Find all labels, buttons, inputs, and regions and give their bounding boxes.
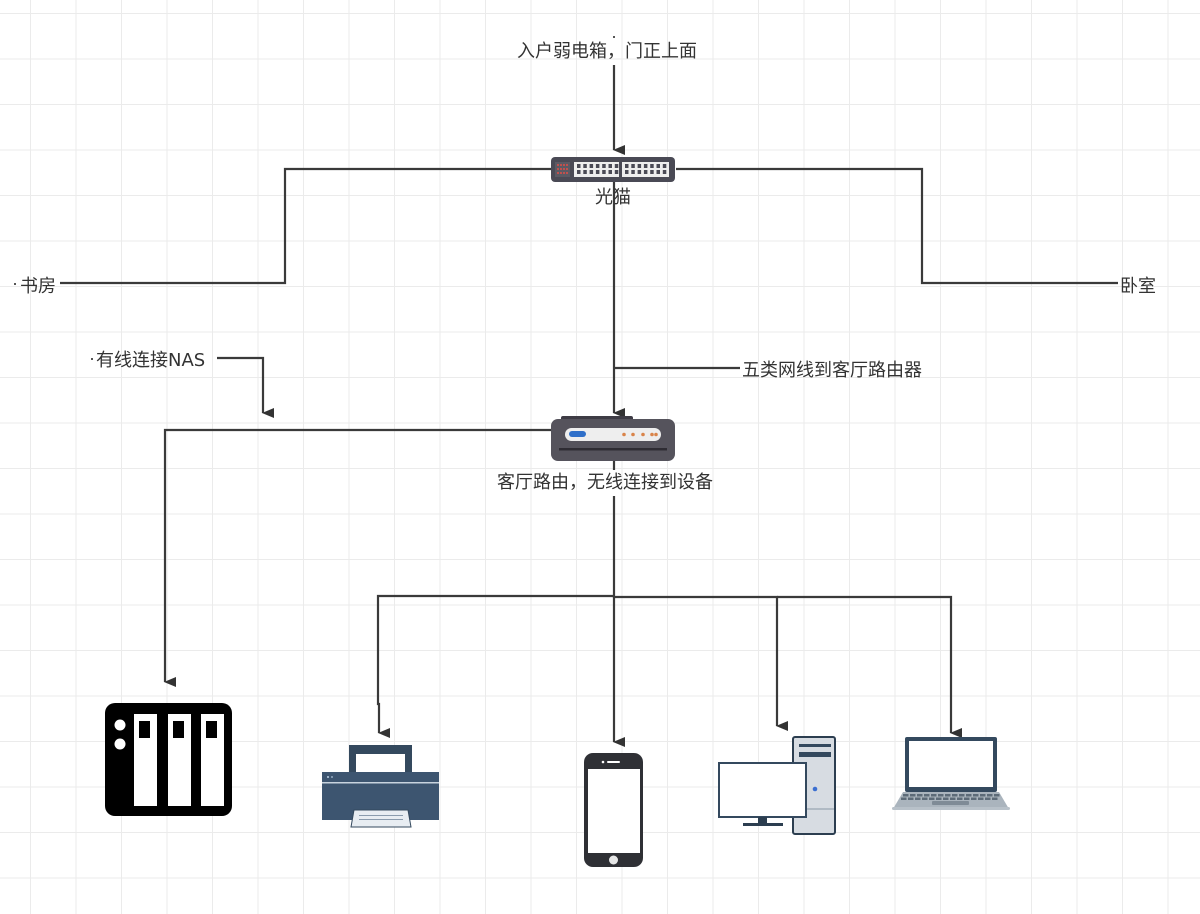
- switch-port: [637, 164, 642, 168]
- laptop-key: [957, 797, 963, 800]
- switch-port: [614, 164, 619, 168]
- edge-router-to-nas[interactable]: [163, 428, 552, 687]
- laptop-key: [908, 797, 914, 800]
- switch-port: [631, 164, 635, 168]
- laptop-key: [910, 794, 916, 797]
- label-modem: 光猫: [595, 187, 631, 208]
- router-icon[interactable]: [551, 416, 675, 461]
- label-nas-link: 有线连接NAS: [96, 350, 206, 371]
- laptop-key: [973, 794, 979, 797]
- switch-port: [650, 164, 654, 168]
- switch-port: [631, 170, 635, 174]
- switch-port: [662, 170, 667, 174]
- switch-port: [656, 164, 660, 168]
- smartphone-icon[interactable]: [584, 753, 643, 867]
- laptop-key: [938, 794, 944, 797]
- switch-port: [662, 164, 667, 168]
- study-anchor-dot: [14, 283, 16, 285]
- label-bedroom: 卧室: [1120, 276, 1156, 297]
- laptop-key: [992, 797, 998, 800]
- laptop-key: [950, 797, 956, 800]
- nas-icon[interactable]: [105, 703, 232, 816]
- switch-port: [637, 170, 642, 174]
- label-cat5: 五类网线到客厅路由器: [742, 360, 922, 381]
- switch-port: [595, 170, 600, 174]
- laptop-key: [931, 794, 937, 797]
- switch-port: [650, 170, 654, 174]
- laptop-key: [980, 794, 986, 797]
- switch-port: [608, 170, 612, 174]
- laptop-key: [966, 794, 972, 797]
- edge-modem-to-study[interactable]: [60, 167, 552, 285]
- laptop-key: [945, 794, 951, 797]
- laptop-key: [964, 797, 970, 800]
- switch-port: [643, 164, 648, 168]
- laptop-key: [936, 797, 942, 800]
- switch-port: [602, 170, 606, 174]
- edge-nas-label-connector[interactable]: [217, 356, 274, 418]
- switch-port: [602, 164, 606, 168]
- switch-port: [608, 164, 612, 168]
- laptop-key: [917, 794, 923, 797]
- laptop-key: [924, 794, 930, 797]
- switch-port: [589, 164, 594, 168]
- laptop-key: [929, 797, 935, 800]
- edge-modem-to-bedroom[interactable]: [676, 167, 1118, 285]
- laptop-key: [971, 797, 977, 800]
- switch-port: [595, 164, 600, 168]
- laptop-key: [901, 797, 907, 800]
- label-router: 客厅路由，无线连接到设备: [497, 472, 713, 493]
- laptop-key: [987, 794, 993, 797]
- laptop-key: [978, 797, 984, 800]
- switch-port: [583, 170, 587, 174]
- switch-port: [577, 164, 581, 168]
- laptop-key: [994, 794, 1000, 797]
- switch-port: [625, 170, 629, 174]
- entry-anchor-dot: [613, 36, 615, 38]
- desktop-computer-icon[interactable]: [718, 736, 836, 835]
- laptop-key: [985, 797, 991, 800]
- laptop-key: [943, 797, 949, 800]
- laptop-key: [952, 794, 958, 797]
- label-entry: 入户弱电箱，门正上面: [517, 41, 697, 62]
- laptop-icon[interactable]: [892, 737, 1010, 810]
- switch-port: [643, 170, 648, 174]
- switch-port: [625, 164, 629, 168]
- edge-router-to-desktop[interactable]: [614, 595, 788, 731]
- switch-port: [577, 170, 581, 174]
- laptop-key: [959, 794, 965, 797]
- switch-port: [614, 170, 619, 174]
- switch-port: [583, 164, 587, 168]
- edge-router-to-printer[interactable]: [376, 594, 614, 738]
- laptop-key: [903, 794, 909, 797]
- switch-port: [589, 170, 594, 174]
- switch-port: [656, 170, 660, 174]
- laptop-key: [922, 797, 928, 800]
- printer-icon[interactable]: [322, 745, 439, 828]
- nas-link-anchor-dot: [91, 358, 93, 360]
- edge-router-to-laptop[interactable]: [777, 595, 962, 738]
- network-switch-icon[interactable]: [551, 157, 675, 182]
- label-study: 书房: [20, 276, 56, 297]
- laptop-key: [915, 797, 921, 800]
